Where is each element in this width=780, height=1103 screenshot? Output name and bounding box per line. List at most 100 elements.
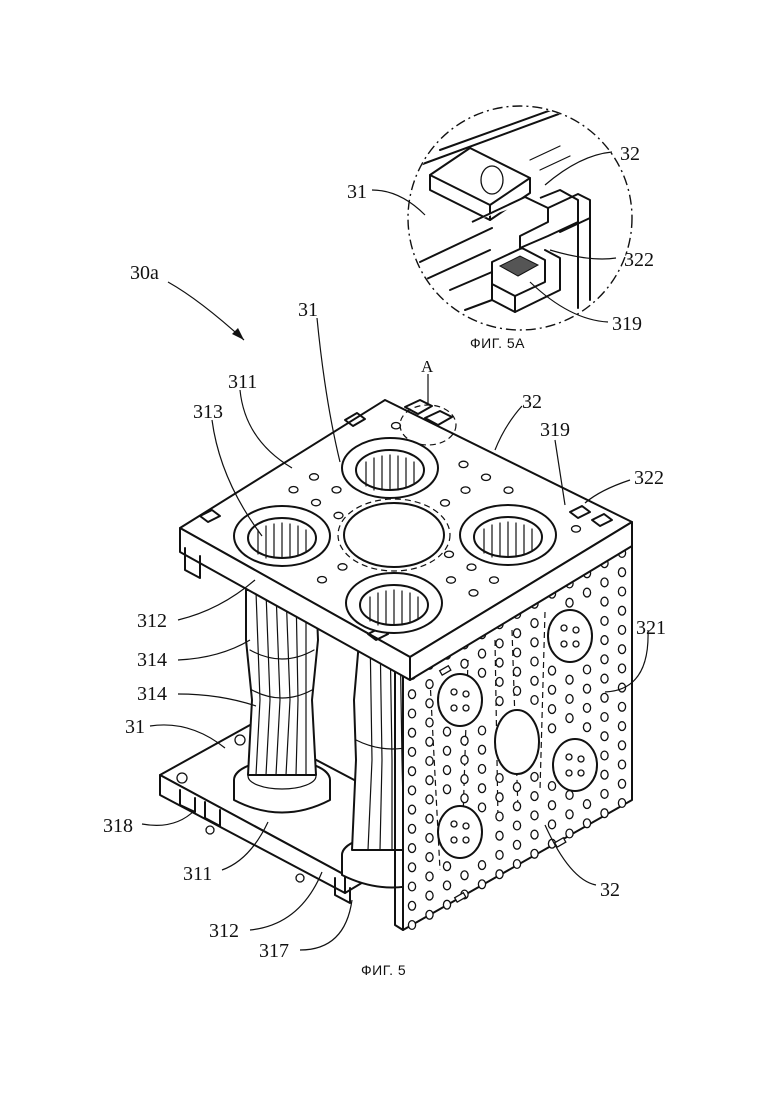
perforation-hole: [601, 732, 608, 741]
perforation-hole: [461, 794, 468, 803]
perforation-hole: [583, 819, 590, 828]
perforation-hole: [531, 676, 538, 685]
perforation-hole: [408, 767, 415, 776]
perforation-hole: [426, 853, 433, 862]
label-32-top: 32: [522, 391, 542, 413]
perforation-hole: [426, 872, 433, 881]
leader-314-a: [178, 640, 250, 660]
perforation-hole: [478, 649, 485, 658]
perforation-hole: [426, 910, 433, 919]
perforation-hole: [426, 737, 433, 746]
label-319: 319: [540, 419, 570, 441]
perforation-hole: [566, 791, 573, 800]
perforation-hole: [531, 773, 538, 782]
perforation-hole: [482, 474, 491, 480]
perforation-hole: [478, 784, 485, 793]
main-caption: ФИГ. 5: [361, 962, 406, 978]
perforation-hole: [408, 863, 415, 872]
leader-314-b: [178, 694, 256, 706]
perforation-hole: [408, 882, 415, 891]
perforation-hole: [548, 685, 555, 694]
perforation-hole: [601, 770, 608, 779]
perforation-hole: [618, 741, 625, 750]
label-312-low: 312: [209, 920, 239, 942]
perforation-hole: [478, 726, 485, 735]
perforation-hole: [443, 900, 450, 909]
label-32-low: 32: [600, 879, 620, 901]
perforation-hole: [531, 696, 538, 705]
panel-center-opening: [495, 710, 539, 774]
leader-322: [585, 480, 630, 503]
perforation-hole: [601, 597, 608, 606]
perforation-hole: [408, 748, 415, 757]
perforation-hole: [478, 861, 485, 870]
perforation-hole: [496, 639, 503, 648]
perforation-hole: [426, 680, 433, 689]
perforation-hole: [496, 812, 503, 821]
perforation-hole: [601, 809, 608, 818]
perforation-hole: [566, 598, 573, 607]
leader-d319: [530, 282, 608, 322]
detail-label-31: 31: [347, 181, 367, 203]
leader-312-low: [250, 872, 322, 930]
perforation-hole: [392, 423, 401, 429]
label-311-top: 311: [228, 371, 257, 393]
perforation-hole: [583, 665, 590, 674]
leader-32-top: [495, 406, 522, 450]
perforation-hole: [601, 713, 608, 722]
perforation-hole: [566, 714, 573, 723]
perforation-hole: [334, 512, 343, 518]
perforation-hole: [618, 799, 625, 808]
perforation-hole: [496, 793, 503, 802]
perforation-hole: [618, 702, 625, 711]
assembly-label-30a: 30a: [130, 262, 159, 284]
perforation-hole: [408, 901, 415, 910]
perforation-hole: [310, 474, 319, 480]
detail-label-319: 319: [612, 313, 642, 335]
perforation-hole: [312, 499, 321, 505]
perforation-hole: [548, 782, 555, 791]
perforation-hole: [426, 814, 433, 823]
cup-front: [346, 573, 442, 633]
perforation-hole: [513, 860, 520, 869]
detail-section-geometry: [420, 96, 590, 312]
perforation-hole: [601, 693, 608, 702]
leader-318: [142, 810, 195, 825]
label-321: 321: [636, 617, 666, 639]
perforation-hole: [443, 862, 450, 871]
panel-rosette-4: [553, 739, 597, 791]
perforation-hole: [513, 802, 520, 811]
perforation-hole: [583, 800, 590, 809]
perforation-hole: [443, 727, 450, 736]
perforation-hole: [461, 756, 468, 765]
perforation-hole: [478, 745, 485, 754]
detail-view-5a: 31 32 322 319 ФИГ. 5А: [347, 96, 654, 351]
arrow-head: [232, 328, 244, 340]
cup-rear: [342, 438, 438, 498]
panel-rosette-1: [438, 674, 482, 726]
perforation-hole: [513, 667, 520, 676]
perforation-hole: [548, 724, 555, 733]
perforation-hole: [426, 718, 433, 727]
perforation-hole: [513, 687, 520, 696]
label-311-low: 311: [183, 863, 212, 885]
detail-label-322: 322: [624, 249, 654, 271]
perforation-hole: [601, 655, 608, 664]
perforation-hole: [447, 577, 456, 583]
leader-d32: [545, 152, 612, 185]
perforation-hole: [531, 619, 538, 628]
perforation-hole: [513, 648, 520, 657]
perforation-hole: [408, 690, 415, 699]
perforation-hole: [572, 526, 581, 532]
perforation-hole: [461, 775, 468, 784]
perforation-hole: [601, 751, 608, 760]
perforation-hole: [548, 801, 555, 810]
perforation-hole: [408, 844, 415, 853]
perforation-hole: [513, 821, 520, 830]
perforation-hole: [478, 803, 485, 812]
perforation-hole: [408, 786, 415, 795]
label-314-b: 314: [137, 683, 167, 705]
perforation-hole: [478, 668, 485, 677]
perforation-hole: [445, 551, 454, 557]
perforation-hole: [496, 678, 503, 687]
